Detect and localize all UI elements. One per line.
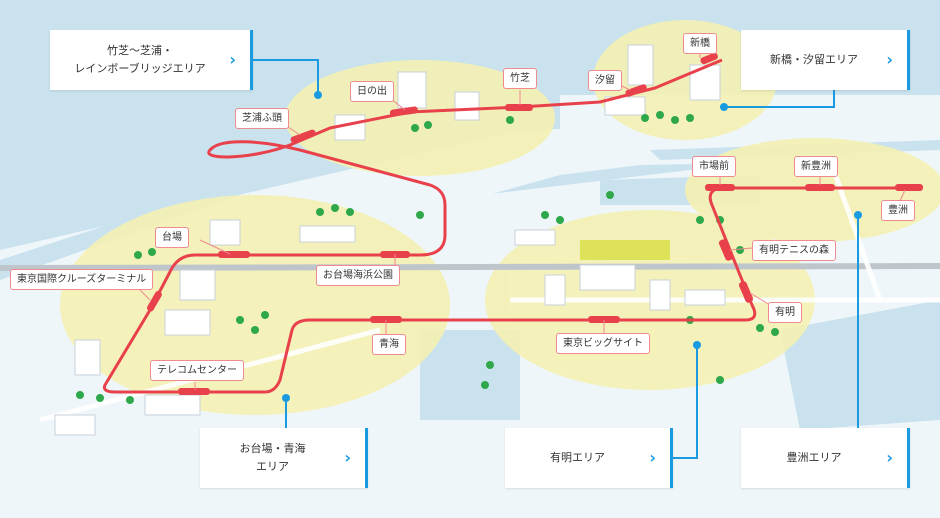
station-shimbashi[interactable]: 新橋 (683, 33, 717, 54)
station-shin-toyosu[interactable]: 新豊洲 (794, 156, 838, 177)
area-card-label: 新橋・汐留エリア (770, 53, 858, 66)
station-daiba[interactable]: 台場 (155, 227, 189, 248)
trees (76, 111, 779, 404)
station-platforms (147, 52, 923, 395)
station-shibaura-futo[interactable]: 芝浦ふ頭 (235, 108, 289, 129)
station-shiodome[interactable]: 汐留 (588, 70, 622, 91)
chevron-right-icon: › (886, 50, 893, 69)
area-card-shimbashi-shiodome[interactable]: 新橋・汐留エリア › (741, 30, 910, 90)
station-telecom-center[interactable]: テレコムセンター (150, 360, 244, 381)
yurikamome-line (103, 58, 920, 394)
area-card-toyosu[interactable]: 豊洲エリア › (741, 428, 910, 488)
area-card-takeshiba-shibaura[interactable]: 竹芝〜芝浦・レインボーブリッジエリア › (50, 30, 253, 90)
station-tokyo-cruise-terminal[interactable]: 東京国際クルーズターミナル (10, 269, 154, 290)
area-card-odaiba-aomi[interactable]: お台場・青海エリア › (200, 428, 368, 488)
chevron-right-icon: › (229, 50, 236, 69)
area-card-label: 竹芝〜芝浦・ (107, 44, 173, 57)
chevron-right-icon: › (886, 448, 893, 467)
buildings (54, 44, 726, 436)
chevron-right-icon: › (649, 448, 656, 467)
station-toyosu[interactable]: 豊洲 (881, 200, 915, 221)
area-card-label: レインボーブリッジエリア (74, 62, 206, 75)
area-dots (282, 91, 862, 402)
station-hinode[interactable]: 日の出 (350, 81, 394, 102)
area-card-ariake[interactable]: 有明エリア › (505, 428, 673, 488)
station-ariake[interactable]: 有明 (768, 302, 802, 323)
station-odaiba-kaihinkoen[interactable]: お台場海浜公園 (316, 265, 400, 286)
station-tokyo-big-sight[interactable]: 東京ビッグサイト (556, 333, 650, 354)
station-aomi[interactable]: 青海 (372, 334, 406, 355)
roads (0, 263, 940, 271)
chevron-right-icon: › (344, 448, 351, 467)
area-card-label: お台場・青海 (239, 442, 306, 455)
station-ariake-tennis-no-mori[interactable]: 有明テニスの森 (752, 240, 836, 261)
area-card-label: 豊洲エリア (786, 451, 842, 464)
area-card-label: エリア (256, 460, 289, 473)
station-shijo-mae[interactable]: 市場前 (692, 156, 736, 177)
area-card-label: 有明エリア (550, 451, 605, 464)
station-takeshiba[interactable]: 竹芝 (503, 68, 537, 89)
